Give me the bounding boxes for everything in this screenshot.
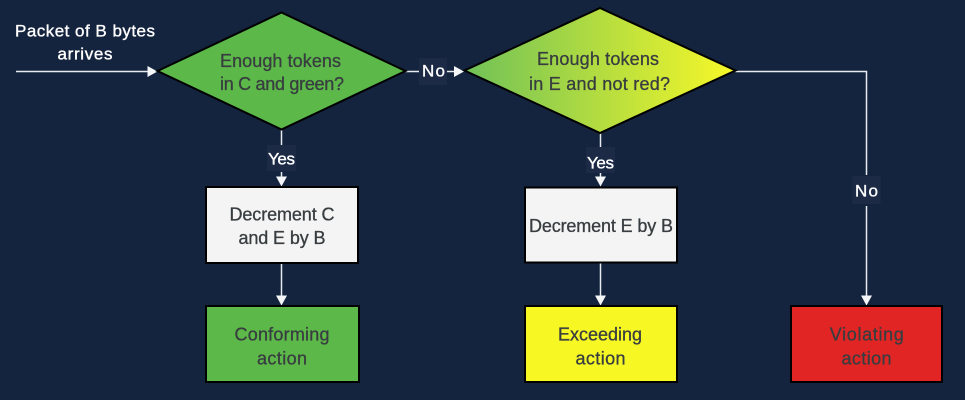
svg-text:Violating: Violating [830,325,904,345]
svg-text:arrives: arrives [58,45,113,64]
svg-text:Yes: Yes [268,150,295,169]
svg-text:and E by B: and E by B [239,228,326,248]
svg-text:in E and not red?: in E and not red? [529,74,670,94]
svg-text:action: action [257,349,307,369]
svg-text:No: No [422,62,445,81]
svg-text:Decrement C: Decrement C [230,205,335,225]
svg-text:Conforming: Conforming [235,325,330,345]
svg-text:Enough tokens: Enough tokens [220,51,341,71]
svg-text:action: action [576,349,626,369]
svg-text:Yes: Yes [587,154,614,173]
svg-text:Decrement E by B: Decrement E by B [529,216,673,236]
svg-text:Packet of B bytes: Packet of B bytes [15,22,155,41]
svg-text:Exceeding: Exceeding [558,325,642,345]
svg-text:Enough tokens: Enough tokens [537,49,659,69]
svg-text:action: action [842,349,892,369]
svg-text:No: No [855,182,878,201]
svg-text:in C and green?: in C and green? [220,74,344,94]
